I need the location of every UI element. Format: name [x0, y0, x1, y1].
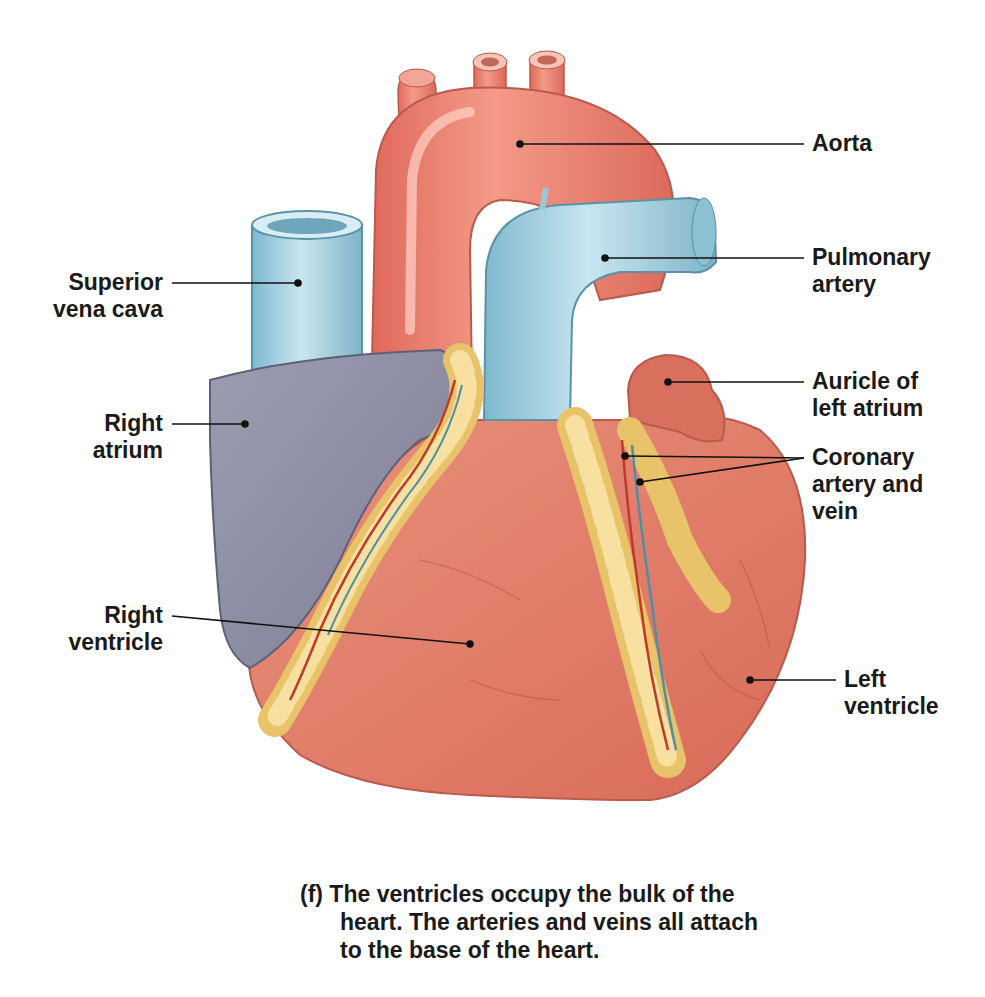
coronary-artery [290, 380, 455, 700]
aorta-branch [529, 51, 565, 69]
vena-cava-shape [252, 211, 362, 380]
leader-dot [517, 141, 523, 147]
part-label: Right atrium [63, 410, 163, 464]
leader-line [640, 458, 804, 482]
vena-cava-opening [252, 211, 362, 239]
aorta-branch [537, 56, 557, 65]
pulmonary-opening [692, 198, 716, 266]
coronary-vein [328, 385, 462, 635]
leader-line [520, 143, 804, 145]
leader-line [750, 679, 836, 681]
leader-dot [242, 421, 248, 427]
leader-line [625, 456, 804, 458]
leader-dot [622, 453, 628, 459]
surface-vessel [470, 680, 560, 700]
aorta-branch [481, 58, 499, 67]
surface-vessel [740, 560, 770, 650]
leader-dot [665, 379, 671, 385]
leader-dot [747, 677, 753, 683]
aorta-highlight [410, 112, 470, 330]
part-label: Pulmonary artery [812, 244, 962, 298]
vena-cava-opening [267, 218, 347, 234]
part-label: Auricle of left atrium [812, 368, 952, 422]
part-label: Left ventricle [844, 666, 969, 720]
leader-line [172, 423, 245, 425]
leader-dot [602, 255, 608, 261]
aorta-branch [399, 69, 435, 87]
part-label: Right ventricle [48, 602, 163, 656]
leader-lines [172, 141, 836, 683]
part-label: Superior vena cava [38, 269, 163, 323]
fat-strand [275, 360, 467, 720]
leader-dot [467, 641, 473, 647]
coronary-artery [622, 440, 668, 750]
part-label: Coronary artery and vein [812, 444, 924, 525]
surface-vessel [700, 650, 760, 700]
leader-line [668, 381, 804, 383]
leader-dot [295, 280, 301, 286]
ligamentum [542, 188, 546, 210]
fat-strand [575, 425, 668, 760]
leader-line [172, 616, 470, 644]
leader-dot [637, 479, 643, 485]
part-label: Aorta [812, 130, 962, 157]
coronary-fat [575, 425, 718, 760]
coronary-fat [275, 360, 467, 720]
coronary-vein [632, 445, 676, 750]
figure-caption: (f) The ventricles occupy the bulk of th… [300, 880, 760, 964]
leader-line [172, 282, 298, 284]
surface-vessel [420, 560, 520, 600]
fat-strand [275, 360, 467, 720]
aorta-branch [473, 53, 507, 71]
leader-line [605, 257, 804, 259]
